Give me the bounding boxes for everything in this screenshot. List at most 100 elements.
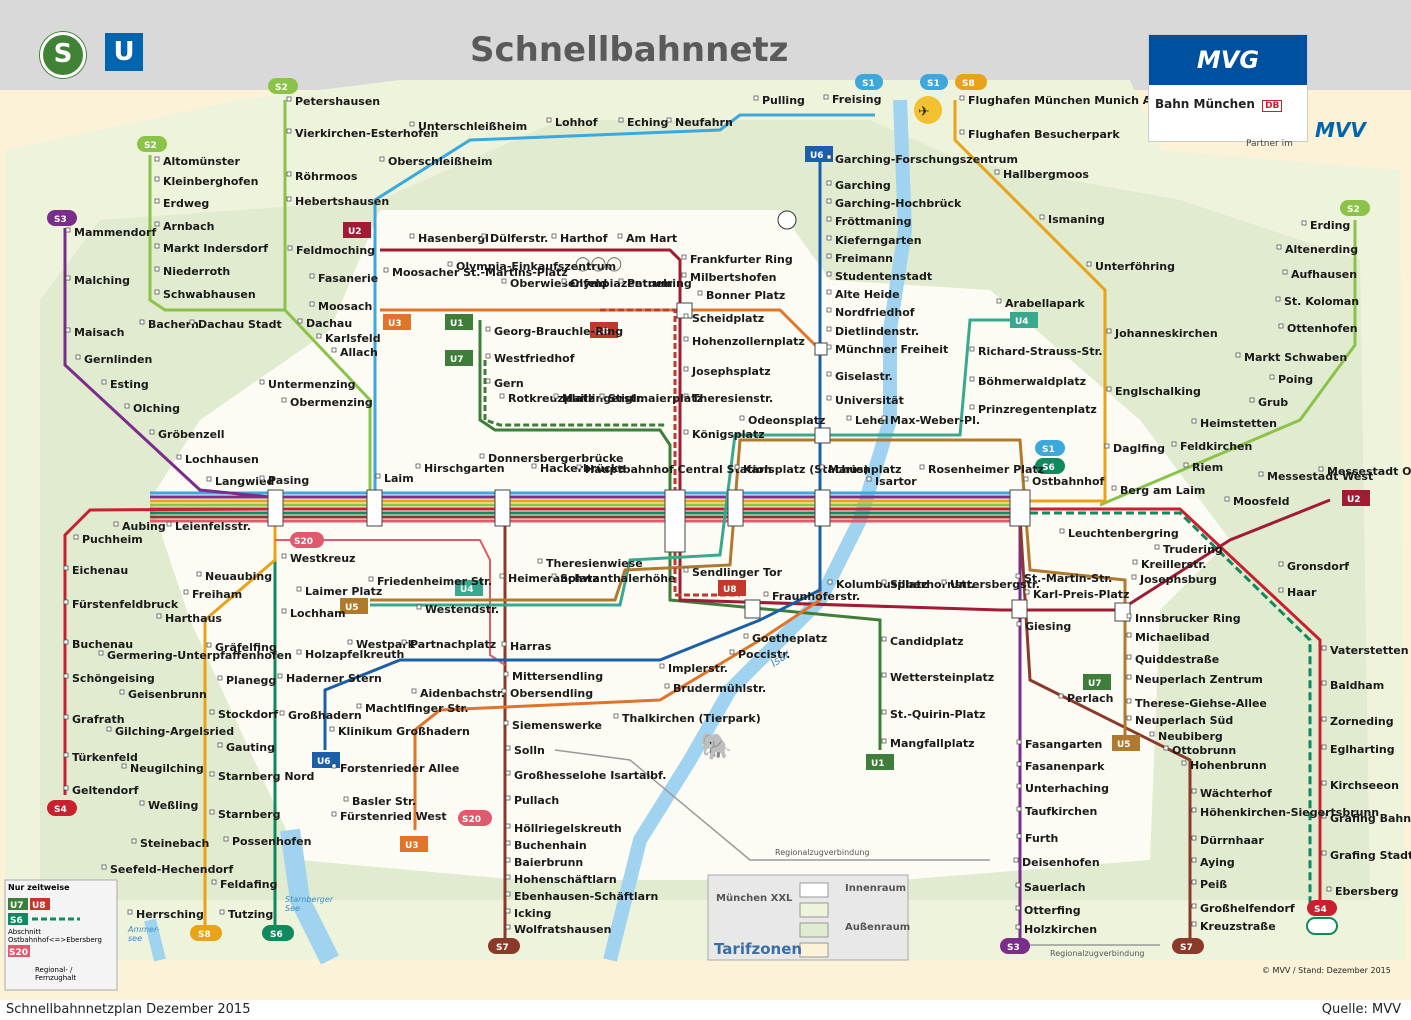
station-label[interactable]: Mittersendling [512,670,603,683]
station-label[interactable]: Aufhausen [1291,268,1357,281]
station-label[interactable]: Nordfriedhof [835,306,915,319]
station-label[interactable]: St. Koloman [1284,295,1359,308]
station-label[interactable]: Garching-Forschungszentrum [835,153,1018,166]
station-label[interactable]: Großhelfendorf [1200,902,1295,915]
station-label[interactable]: Flughafen München Munich Airport [968,94,1187,107]
station-label[interactable]: Hohenzollernplatz [692,335,805,348]
station-label[interactable]: Haar [1287,586,1317,599]
badge-u3-fuerstenried[interactable] [400,836,428,852]
station-label[interactable]: Zorneding [1330,715,1394,728]
station-label[interactable]: Feldafing [220,878,277,891]
station-label[interactable]: Obersendling [510,687,593,700]
station-label[interactable]: Fürstenfeldbruck [72,598,179,611]
badge-s1-airport[interactable] [920,74,948,90]
station-label[interactable]: Fasanenpark [1025,760,1105,773]
station-label[interactable]: Neuaubing [205,570,272,583]
station-label[interactable]: Freiham [192,588,242,601]
station-label[interactable]: Frankfurter Ring [690,253,793,266]
station-label[interactable]: Bachern [148,318,199,331]
station-label[interactable]: Gauting [226,741,275,754]
station-label[interactable]: Marienplatz [828,463,902,476]
station-label[interactable]: Stockdorf [218,708,278,721]
station-label[interactable]: Odeonsplatz [748,414,825,427]
station-label[interactable]: Karl-Preis-Platz [1033,588,1129,601]
badge-u4-westend[interactable] [455,580,483,596]
station-label[interactable]: Giesing [1025,620,1071,633]
station-label[interactable]: Isartor [875,475,917,488]
station-label[interactable]: Therese-Giehse-Allee [1135,697,1267,710]
station-label[interactable]: Daglfing [1113,442,1165,455]
station-label[interactable]: Dietlindenstr. [835,325,919,338]
station-label[interactable]: Schwanthalerhöhe [560,572,676,585]
station-label[interactable]: Messestadt West [1267,470,1373,483]
station-label[interactable]: Ismaning [1048,213,1105,226]
station-label[interactable]: Garching-Hochbrück [835,197,962,210]
station-label[interactable]: Hirschgarten [424,462,505,475]
station-label[interactable]: Rotkreuzplatz [508,392,594,405]
station-label[interactable]: Geisenbrunn [128,688,207,701]
station-label[interactable]: Riem [1192,461,1223,474]
badge-s2-petershausen[interactable] [268,78,298,94]
station-label[interactable]: Holzkirchen [1024,923,1097,936]
station-label[interactable]: Fröttmaning [835,215,912,228]
station-label[interactable]: Icking [514,907,551,920]
station-label[interactable]: Scheidplatz [692,312,764,325]
station-label[interactable]: Thalkirchen (Tierpark) [622,712,761,725]
station-label[interactable]: Petershausen [295,95,380,108]
badge-u5-neuperlach[interactable] [1112,735,1140,751]
station-label[interactable]: Forstenrieder Allee [340,762,459,775]
station-label[interactable]: Studentenstadt [835,270,932,283]
station-label[interactable]: Hallbergmoos [1003,168,1089,181]
station-label[interactable]: Pullach [514,794,559,807]
station-label[interactable]: Goetheplatz [752,632,827,645]
station-label[interactable]: Arabellapark [1005,297,1085,310]
station-label[interactable]: Kirchseeon [1330,779,1399,792]
badge-s7-wolfratshausen[interactable] [488,938,520,954]
station-label[interactable]: Fraunhoferstr. [772,590,860,603]
station-label[interactable]: Haderner Stern [286,672,382,685]
badge-s2-altomuenster[interactable] [137,136,167,152]
station-label[interactable]: Geltendorf [72,784,139,797]
station-label[interactable]: Hauptbahnhof Central Station [585,463,772,476]
station-label[interactable]: Neugilching [130,762,204,775]
station-label[interactable]: Dachau [306,317,352,330]
station-label[interactable]: Großhesselohe Isartalbf. [514,769,666,782]
station-label[interactable]: Lochhausen [185,453,259,466]
station-label[interactable]: Neubiberg [1158,730,1223,743]
station-label[interactable]: Max-Weber-Pl. [890,414,980,427]
station-label[interactable]: Grafing Bahnhof [1330,812,1411,825]
badge-s6-ebersberg[interactable] [1306,917,1338,935]
station-label[interactable]: Arnbach [163,220,214,233]
station-label[interactable]: Holzapfelkreuth [305,648,404,661]
station-label[interactable]: Alte Heide [835,288,900,301]
station-label[interactable]: Eglharting [1330,743,1395,756]
station-label[interactable]: Lochham [290,607,346,620]
station-label[interactable]: Starnberg [218,808,281,821]
station-label[interactable]: Aying [1200,856,1235,869]
station-label[interactable]: Brudermühlstr. [673,682,766,695]
station-label[interactable]: Perlach [1067,692,1114,705]
station-label[interactable]: Vierkirchen-Esterhofen [295,127,438,140]
station-label[interactable]: Possenhofen [232,835,311,848]
station-label[interactable]: Kreuzstraße [1200,920,1276,933]
station-label[interactable]: Josephsburg [1139,573,1217,586]
station-label[interactable]: Ebersberg [1335,885,1398,898]
station-label[interactable]: Sendlinger Tor [692,566,783,579]
station-label[interactable]: Candidplatz [890,635,964,648]
station-label[interactable]: Starnberg Nord [218,770,314,783]
station-label[interactable]: Baierbrunn [514,856,583,869]
station-label[interactable]: Gräfelfing [215,641,277,654]
station-label[interactable]: Fasangarten [1025,738,1102,751]
station-label[interactable]: Otterfing [1024,904,1081,917]
station-label[interactable]: Türkenfeld [72,751,138,764]
station-label[interactable]: Donnersbergerbrücke [488,452,623,465]
station-label[interactable]: Harthaus [165,612,222,625]
station-label[interactable]: Freising [832,93,882,106]
station-label[interactable]: Ottobrunn [1172,744,1236,757]
station-label[interactable]: Schwabhausen [163,288,256,301]
station-label[interactable]: Friedenheimer Str. [377,575,492,588]
station-label[interactable]: Mangfallplatz [890,737,975,750]
station-label[interactable]: Pasing [268,474,309,487]
station-label[interactable]: Berg am Laim [1120,484,1205,497]
station-label[interactable]: Heimstetten [1200,417,1277,430]
